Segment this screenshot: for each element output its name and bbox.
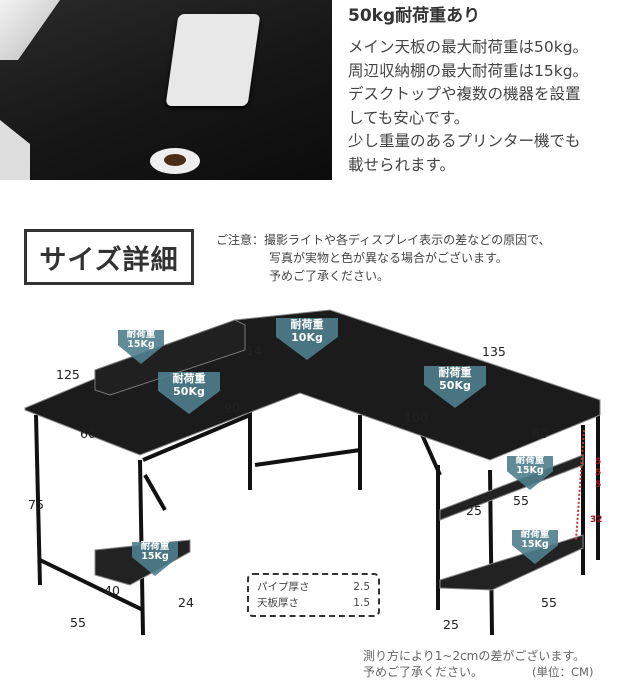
dim-bottom-right-depth: 25: [443, 617, 459, 632]
feature-title: 50kg耐荷重あり: [348, 6, 481, 26]
lamp-image: [0, 120, 30, 180]
color-notice: ご注意：撮影ライトや各ディスプレイ表示の差などの原因で、 写真が実物と色が異なる…: [216, 231, 551, 285]
spec-value: 1.5: [353, 597, 370, 609]
notice-line: ご注意：撮影ライトや各ディスプレイ表示の差などの原因で、: [216, 233, 551, 247]
size-section-title: サイズ詳細: [24, 229, 194, 285]
spec-row: 天板厚さ 1.5: [257, 595, 370, 611]
dim-shelf-depth: 20: [98, 377, 114, 392]
dim-bottom-right-width: 55: [541, 595, 557, 610]
dim-left-length: 90: [224, 400, 240, 415]
dim-right-width: 60: [532, 426, 548, 441]
dim-left-width: 60: [80, 426, 96, 441]
dim-total-length: 135: [482, 344, 506, 359]
spec-label: 天板厚さ: [257, 597, 299, 609]
dim-shelf-height: 14: [246, 343, 262, 358]
measurement-note: 測り方により1~2cmの差がございます。 予めご了承ください。: [363, 648, 585, 680]
feature-text: メイン天板の最大耐荷重は50kg。 周辺収納棚の最大耐荷重は15kg。 デスクト…: [348, 38, 589, 174]
dim-shelf-width: 40: [186, 336, 202, 351]
spec-value: 2.5: [353, 581, 370, 593]
wall-decor: [0, 0, 60, 60]
notice-line: 予めご了承ください。: [269, 269, 390, 283]
keyboard-image: [165, 14, 261, 106]
notice-line: 写真が実物と色が異なる場合がございます。: [269, 251, 508, 265]
dim-rack-gap: 5: [595, 480, 602, 490]
thickness-spec-box: パイプ厚さ 2.5 天板厚さ 1.5: [247, 573, 380, 617]
dim-rack-width: 55: [513, 493, 529, 508]
spec-label: パイプ厚さ: [257, 581, 310, 593]
monitor-shelf: [94, 319, 246, 396]
dim-rack-gap: 5: [595, 468, 602, 478]
desk-top: [24, 309, 601, 461]
dim-cpu-depth: 24: [178, 595, 194, 610]
dim-cpu-width: 40: [104, 583, 120, 598]
spec-row: パイプ厚さ 2.5: [257, 579, 370, 595]
product-photo: [0, 0, 332, 180]
dim-right-length: 100: [404, 410, 428, 425]
dim-bottom-left: 55: [70, 615, 86, 630]
note-line: 測り方により1~2cmの差がございます。: [363, 649, 586, 663]
unit-label: (単位：CM): [532, 665, 594, 679]
dim-rack-depth: 25: [466, 503, 482, 518]
note-line: 予めご了承ください。: [363, 665, 484, 679]
coffee-image: [164, 154, 186, 166]
desk-diagram: [24, 309, 601, 636]
dim-side-depth: 125: [56, 367, 80, 382]
dim-rack-gap: 32: [590, 515, 603, 525]
dim-height: 75: [28, 497, 44, 512]
dim-rack-gap: 5: [595, 457, 602, 467]
